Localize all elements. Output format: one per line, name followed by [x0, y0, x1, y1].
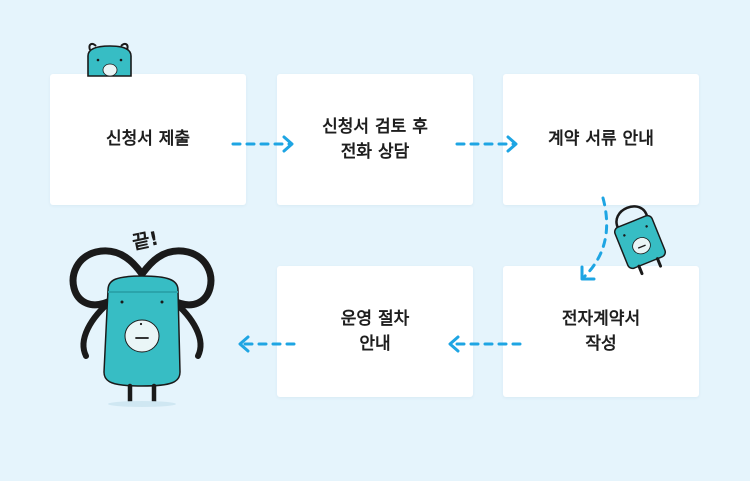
arrow-step2-to-step3	[455, 135, 518, 153]
arrow-step4-to-step5	[448, 335, 522, 353]
step-label: 신청서 검토 후 전화 상담	[322, 116, 428, 162]
step-card-e-contract: 전자계약서 작성	[503, 266, 699, 397]
step-label: 계약 서류 안내	[548, 129, 654, 149]
arrow-step1-to-step2	[231, 135, 294, 153]
step-card-contract-docs: 계약 서류 안내	[503, 74, 699, 205]
arrow-step5-to-mascot	[238, 335, 296, 353]
step-label: 전자계약서 작성	[561, 308, 641, 354]
tumbling-mascot-illustration	[613, 205, 667, 276]
arrow-step3-to-step4	[580, 196, 609, 281]
step-label: 운영 절차 안내	[340, 308, 410, 354]
step-label: 신청서 제출	[105, 129, 191, 149]
step-card-operation-guide: 운영 절차 안내	[277, 266, 473, 397]
done-exclamation-text: 끝!	[130, 227, 161, 255]
step-card-review-consult: 신청서 검토 후 전화 상담	[277, 74, 473, 205]
step-card-submit-application: 신청서 제출	[50, 74, 246, 205]
finished-mascot-illustration	[69, 247, 215, 407]
peeking-mascot-illustration	[87, 42, 132, 77]
